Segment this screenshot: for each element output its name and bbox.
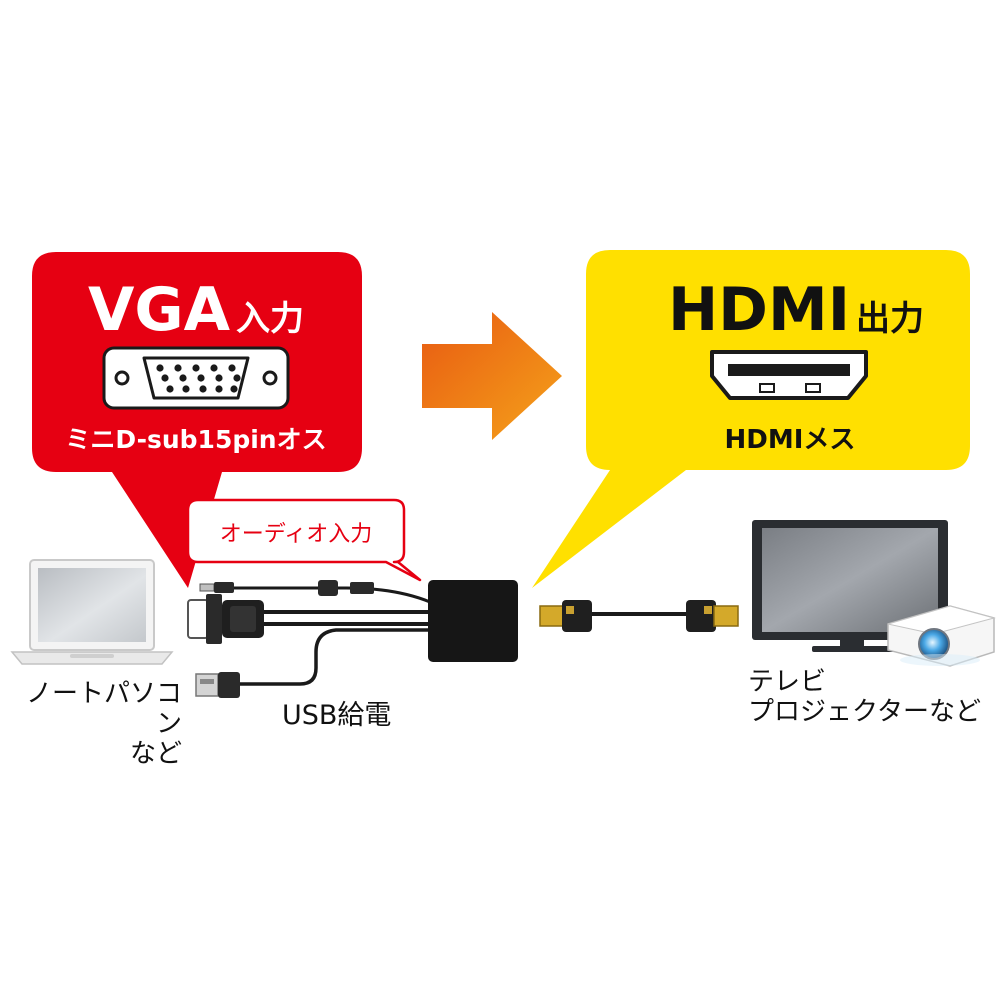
usb-plug xyxy=(195,672,240,698)
hdmi-connector-label: HDMIメス xyxy=(725,425,856,455)
audio-label: オーディオ入力 xyxy=(220,522,372,547)
source-device-label: ノートパソコン など xyxy=(4,679,182,770)
adapter-box xyxy=(428,580,518,662)
source-label-line1: ノートパソコン xyxy=(25,679,182,739)
adapter-cables xyxy=(230,586,432,686)
vga-connector-label: ミニD-sub15pinオス xyxy=(65,425,326,454)
audio-callout-shape xyxy=(186,498,422,582)
tv-image xyxy=(752,520,948,652)
projector-image xyxy=(887,605,996,667)
hdmi-bubble-shape xyxy=(532,250,970,588)
vga-port-icon xyxy=(102,346,290,410)
hdmi-title-main: HDMI xyxy=(668,275,850,345)
target-device-label: テレビ プロジェクターなど xyxy=(748,667,998,728)
laptop-image xyxy=(10,559,174,665)
source-label-line2: など xyxy=(129,738,182,769)
vga-plug xyxy=(187,594,264,644)
audio-plug xyxy=(199,580,374,596)
vga-bubble-shape xyxy=(32,252,362,588)
hdmi-cable xyxy=(539,600,739,632)
target-label-line1: テレビ xyxy=(748,667,827,697)
vga-title-suffix: 入力 xyxy=(236,299,304,339)
hdmi-title-suffix: 出力 xyxy=(856,299,924,339)
hdmi-port-icon xyxy=(710,350,868,400)
usb-label: USB給電 xyxy=(282,700,392,731)
target-label-line2: プロジェクターなど xyxy=(748,696,981,727)
direction-arrow xyxy=(422,312,562,440)
vga-title-main: VGA xyxy=(88,275,231,345)
audio-callout: オーディオ入力 xyxy=(186,498,422,582)
